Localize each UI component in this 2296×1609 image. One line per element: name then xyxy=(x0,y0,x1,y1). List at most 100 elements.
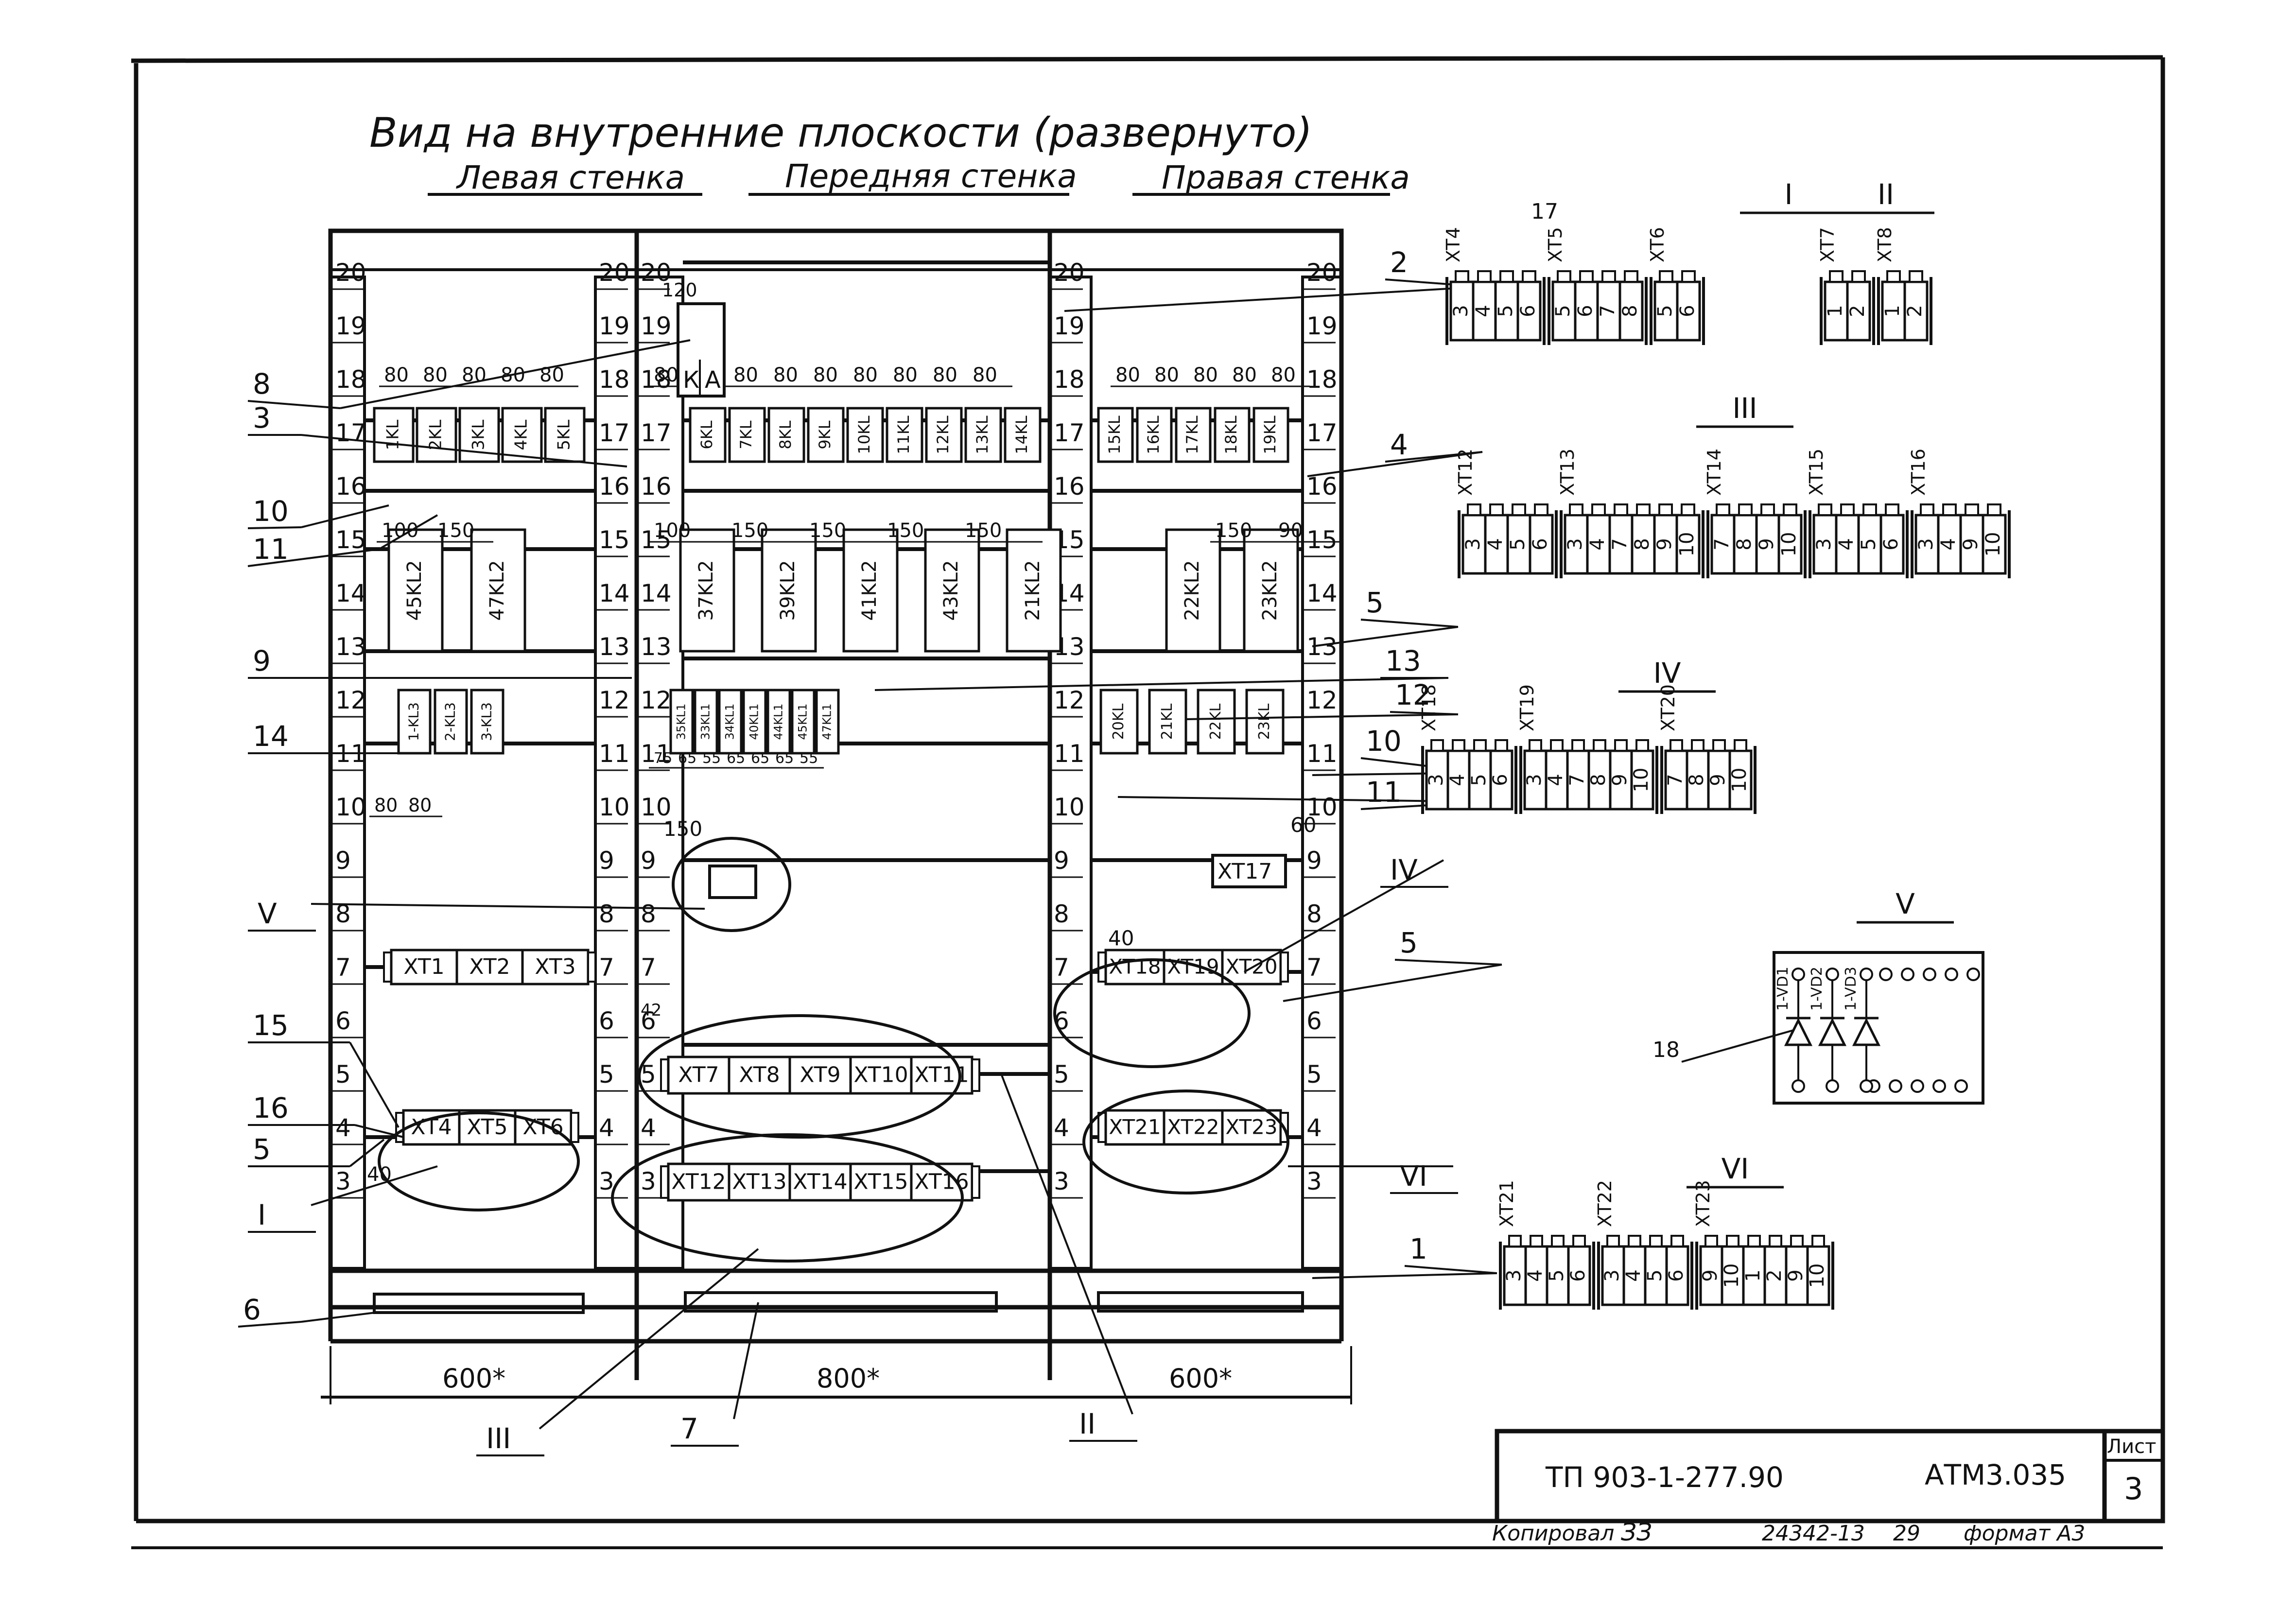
relay-low-right xyxy=(1148,689,1187,755)
relay-mid-front-label: 41KL2 xyxy=(858,560,881,621)
rail-scale-number: 19 xyxy=(1054,312,1085,340)
terminal-pin-screw xyxy=(1760,503,1775,516)
terminal-pin xyxy=(1489,749,1513,811)
rail-scale-number: 9 xyxy=(1054,847,1069,875)
stamp-sheet-label: Лист xyxy=(2107,1436,2156,1458)
terminal-pin-screw xyxy=(1508,1235,1522,1247)
strip-group-name: XT5 xyxy=(1545,227,1566,262)
callout-leader xyxy=(1681,1029,1794,1063)
callout-number: 15 xyxy=(253,1009,289,1042)
rail-scale-number: 16 xyxy=(641,472,672,501)
terminal-row-xt12 xyxy=(788,1162,852,1202)
terminal-xt17 xyxy=(1211,854,1287,888)
detail-view-title: II xyxy=(1878,178,1894,211)
terminal-row-xt18-label: XT18 xyxy=(1109,955,1161,979)
callout-roman: I xyxy=(258,1198,266,1231)
callout-underline xyxy=(1360,619,1459,628)
terminal-row-xt12-label: XT12 xyxy=(671,1170,726,1194)
relay-mid-left-label: 47KL2 xyxy=(486,560,508,621)
terminal-pin xyxy=(1516,280,1542,342)
terminal-pin-screw xyxy=(1681,503,1695,516)
relay-top-left-label: 4KL xyxy=(512,420,531,450)
terminal-pin-screw xyxy=(1477,270,1492,283)
callout-number: 12 xyxy=(1395,678,1431,711)
relay-mid-right-label: 22KL2 xyxy=(1181,560,1203,621)
terminal-pin-screw xyxy=(1489,503,1504,516)
terminal-pin xyxy=(1982,514,2007,575)
terminal-row-xt4 xyxy=(514,1109,573,1146)
relay-top-front-label: 13KL xyxy=(973,415,991,454)
terminal-pin xyxy=(1959,514,1984,575)
terminal-pin xyxy=(1728,749,1753,811)
rail-scale-number: 5 xyxy=(335,1060,351,1089)
terminal-pin xyxy=(1484,514,1509,575)
rail-scale-number: 4 xyxy=(641,1114,656,1142)
width-dimensions xyxy=(321,1346,1352,1404)
relay-top-right xyxy=(1097,407,1134,463)
terminal-row-xt1-label: XT2 xyxy=(469,954,510,979)
terminal-pin-screw xyxy=(1942,503,1957,516)
relay-top-left xyxy=(501,407,543,463)
rail-scale-number: 8 xyxy=(599,900,614,928)
rail-scale-number: 11 xyxy=(1054,740,1085,768)
rail-scale-number: 16 xyxy=(1306,472,1338,501)
rail-scale-number: 14 xyxy=(641,579,672,607)
dim-60: 60 xyxy=(1290,813,1316,837)
rail-scale-number: 7 xyxy=(1306,953,1322,982)
callout-number: 1 xyxy=(1409,1232,1427,1265)
callout-leader xyxy=(1307,451,1483,477)
terminal-pin-number: 8 xyxy=(1686,774,1708,786)
dim-row15-front: 150 xyxy=(887,519,924,542)
rail-scale-number: 7 xyxy=(641,953,656,982)
terminal-pin-screw xyxy=(1579,270,1594,283)
rail-scale-number: 8 xyxy=(1306,900,1322,928)
rail-scale-number: 17 xyxy=(599,419,630,447)
terminal-pin-screw xyxy=(1829,270,1844,283)
dim-row15-right: 90 xyxy=(1278,519,1303,542)
terminal-pin-screw xyxy=(1467,503,1481,516)
terminal-pin xyxy=(1503,1245,1527,1306)
detail-view-title: VI xyxy=(1722,1152,1749,1185)
dim-row15-front: 100 xyxy=(654,519,691,542)
dim-80-front: 80 xyxy=(813,364,838,386)
terminal-pin-screw xyxy=(1965,503,1979,516)
rail-scale-number: 4 xyxy=(599,1114,614,1142)
relay-top-right xyxy=(1175,407,1212,463)
terminal-pin-number: 6 xyxy=(1529,538,1551,550)
callout-number: 8 xyxy=(253,367,271,400)
relay-mid-front-label: 21KL2 xyxy=(1022,560,1044,621)
terminal-pin xyxy=(1523,749,1548,811)
dim-150-front: 150 xyxy=(663,817,702,841)
terminal-pin-screw xyxy=(1987,503,2001,516)
ka-relay xyxy=(677,302,726,398)
dim-80-front: 80 xyxy=(853,364,878,386)
rail-scale-number: 14 xyxy=(335,579,366,607)
ka-letter-a: А xyxy=(705,366,721,394)
terminal-pin-screw xyxy=(1606,1235,1620,1247)
terminal-pin-screw xyxy=(1670,1235,1684,1247)
rail-scale-number: 7 xyxy=(1054,953,1069,982)
rail-scale-number: 10 xyxy=(335,793,366,821)
rail-scale-number: 20 xyxy=(1054,259,1085,287)
terminal-pin-screw xyxy=(1593,739,1606,752)
relay-low-front-label: 35KL1 xyxy=(675,704,688,740)
stamp-format: формат А3 xyxy=(1964,1521,2085,1546)
terminal-pin-number: 5 xyxy=(1654,305,1676,317)
callout-leader xyxy=(1244,859,1444,973)
terminal-pin xyxy=(1630,749,1654,811)
callout-underline xyxy=(247,400,341,409)
terminal-pin-number: 9 xyxy=(1785,1269,1807,1281)
callout-number: 2 xyxy=(1390,246,1408,279)
terminal-row-xt12-end-stop xyxy=(971,1165,980,1199)
strip-group-name: XT15 xyxy=(1806,449,1827,496)
relay-top-left-label: 2KL xyxy=(426,420,446,450)
diode-pad xyxy=(1860,968,1873,981)
wall-label-right: Правая стенка xyxy=(1162,159,1410,196)
callout-number: 18 xyxy=(1652,1038,1680,1062)
relay-top-front-label: 14KL xyxy=(1012,415,1031,454)
rail-scale-number: 13 xyxy=(599,633,630,661)
board-hole xyxy=(1932,1079,1946,1093)
terminal-pin-screw xyxy=(1691,739,1705,752)
relay-top-right xyxy=(1252,407,1289,463)
terminal-pin-screw xyxy=(1530,1235,1543,1247)
